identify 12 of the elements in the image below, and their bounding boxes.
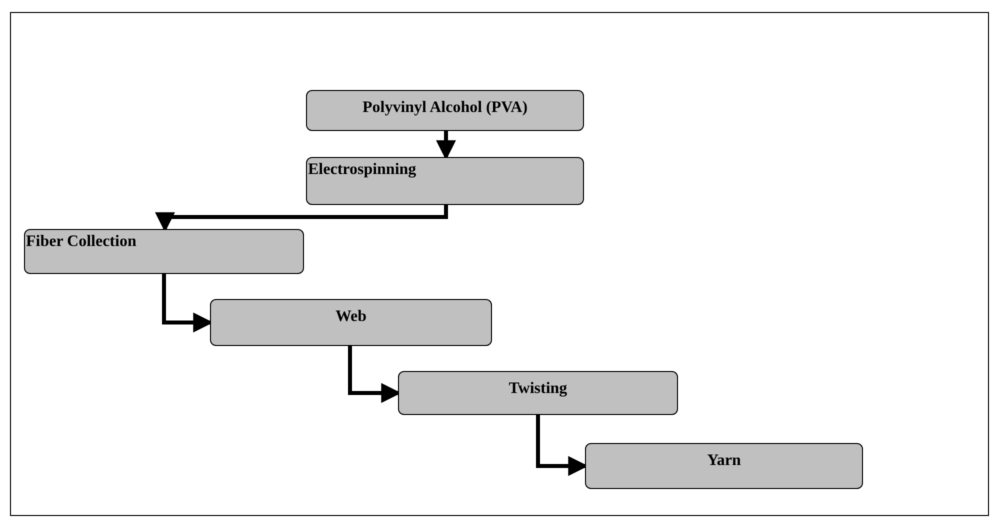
step-label: Web: [335, 307, 367, 327]
process-box: [585, 443, 863, 489]
step-label: Twisting: [508, 379, 568, 399]
step-label: Fiber Collection: [25, 232, 136, 252]
process-box: [24, 229, 304, 274]
step-label: Electrospinning: [307, 160, 416, 180]
step-label: Yarn: [707, 451, 741, 471]
step-label: Polyvinyl Alcohol (PVA): [362, 98, 528, 118]
process-box: [306, 157, 584, 205]
process-box: [306, 90, 584, 131]
process-box: [210, 299, 492, 346]
process-box: [398, 371, 678, 415]
